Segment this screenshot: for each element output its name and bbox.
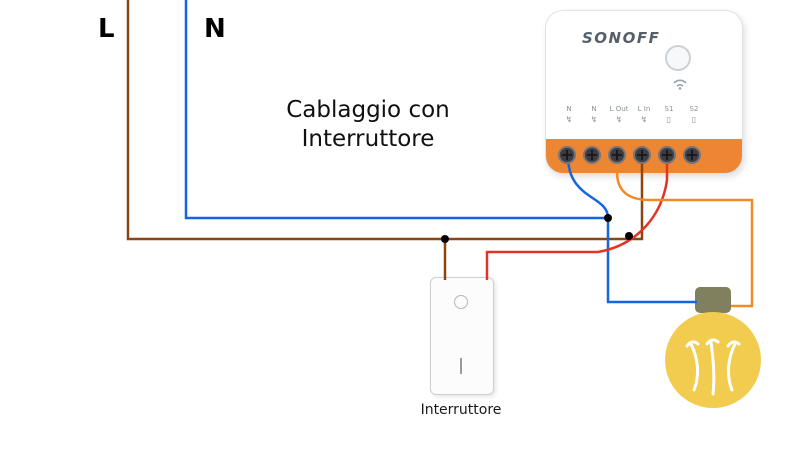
terminal-symbol-icon: ↯	[615, 115, 623, 124]
pairing-button	[665, 45, 691, 71]
junction-dots	[441, 214, 633, 243]
diagram-title-line1: Cablaggio con	[286, 97, 450, 123]
bulb-glass	[665, 312, 761, 408]
terminal-label-s1: S1	[664, 105, 674, 113]
junction-dot	[604, 214, 612, 222]
diagram-title-line2: Interruttore	[301, 126, 435, 152]
wifi-icon	[673, 79, 687, 90]
junction-dot	[441, 235, 449, 243]
orange-lamp-wire	[615, 158, 754, 308]
terminal-label-n2: N	[591, 105, 597, 113]
switch-button-icon	[454, 295, 468, 309]
light-bulb	[665, 287, 761, 408]
blue-bulb-wire	[606, 218, 697, 304]
neutral-label: N	[204, 14, 226, 44]
terminal-label-s2: S2	[689, 105, 699, 113]
sonoff-device: SONOFF N N L Out L In S1 S2 ↯ ↯ ↯ ↯ ▯ ▯	[545, 10, 743, 174]
terminal-label-n1: N	[566, 105, 572, 113]
junction-dot	[625, 232, 633, 240]
switch-caption: Interruttore	[420, 402, 502, 418]
terminal-label-lin: L In	[637, 105, 651, 113]
terminal-symbol-icon: ▯	[691, 115, 697, 124]
sonoff-logo: SONOFF	[582, 29, 661, 47]
red-switch-wire	[485, 158, 669, 280]
terminal-symbol-icon: ▯	[666, 115, 672, 124]
switch-ridge	[460, 358, 462, 374]
bulb-filament	[685, 338, 741, 396]
terminal-label-lout: L Out	[609, 105, 629, 113]
terminal-symbol-icon: ↯	[640, 115, 648, 124]
bulb-cap	[695, 287, 731, 313]
line-label: L	[98, 14, 115, 44]
diagram-title: Cablaggio con Interruttore	[238, 96, 498, 154]
terminal-symbol-icon: ↯	[565, 115, 573, 124]
wall-switch	[430, 277, 494, 395]
terminal-strip	[546, 139, 742, 173]
terminal-symbol-icon: ↯	[590, 115, 598, 124]
